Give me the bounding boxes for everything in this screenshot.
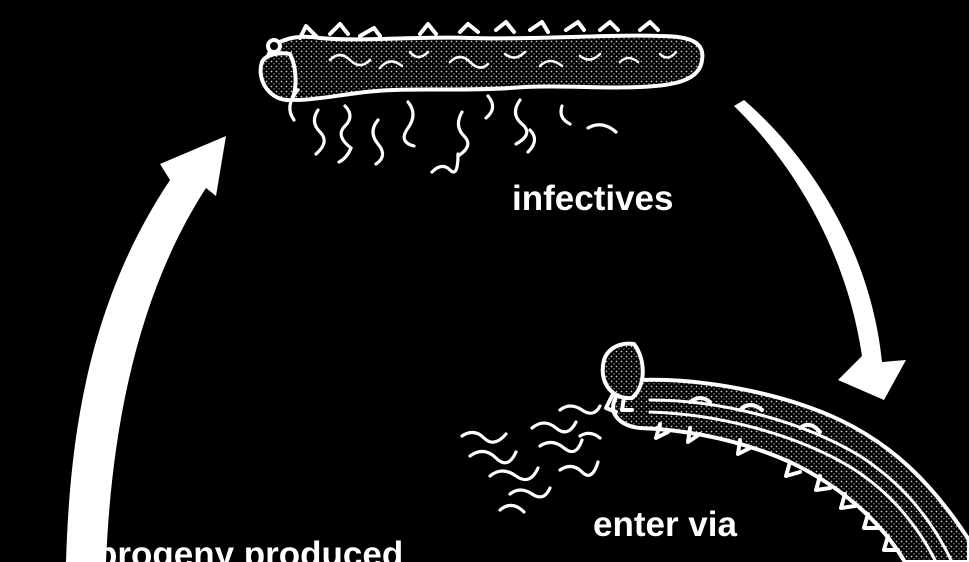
- top-larva-spines: [298, 20, 660, 40]
- label-infectives: infectives: [512, 179, 673, 218]
- top-larva-icon: [258, 20, 705, 103]
- upward-curved-arrow-icon: [66, 136, 226, 562]
- bottom-larva-gut-inner: [648, 410, 938, 562]
- downward-curved-arrow-icon: [734, 100, 906, 400]
- entering-worms-icon: [460, 404, 602, 514]
- top-larva-segments: [328, 50, 678, 70]
- top-larva-head: [258, 51, 298, 103]
- bottom-larva-gut: [648, 398, 954, 562]
- bottom-larva-icon: [600, 341, 969, 562]
- label-progeny-produced: progeny produced: [96, 535, 403, 562]
- bottom-larva-head: [600, 341, 645, 401]
- bottom-larva-spines: [654, 422, 900, 552]
- infective-worms-icon: [288, 88, 618, 174]
- label-enter-via: enter via: [593, 505, 737, 544]
